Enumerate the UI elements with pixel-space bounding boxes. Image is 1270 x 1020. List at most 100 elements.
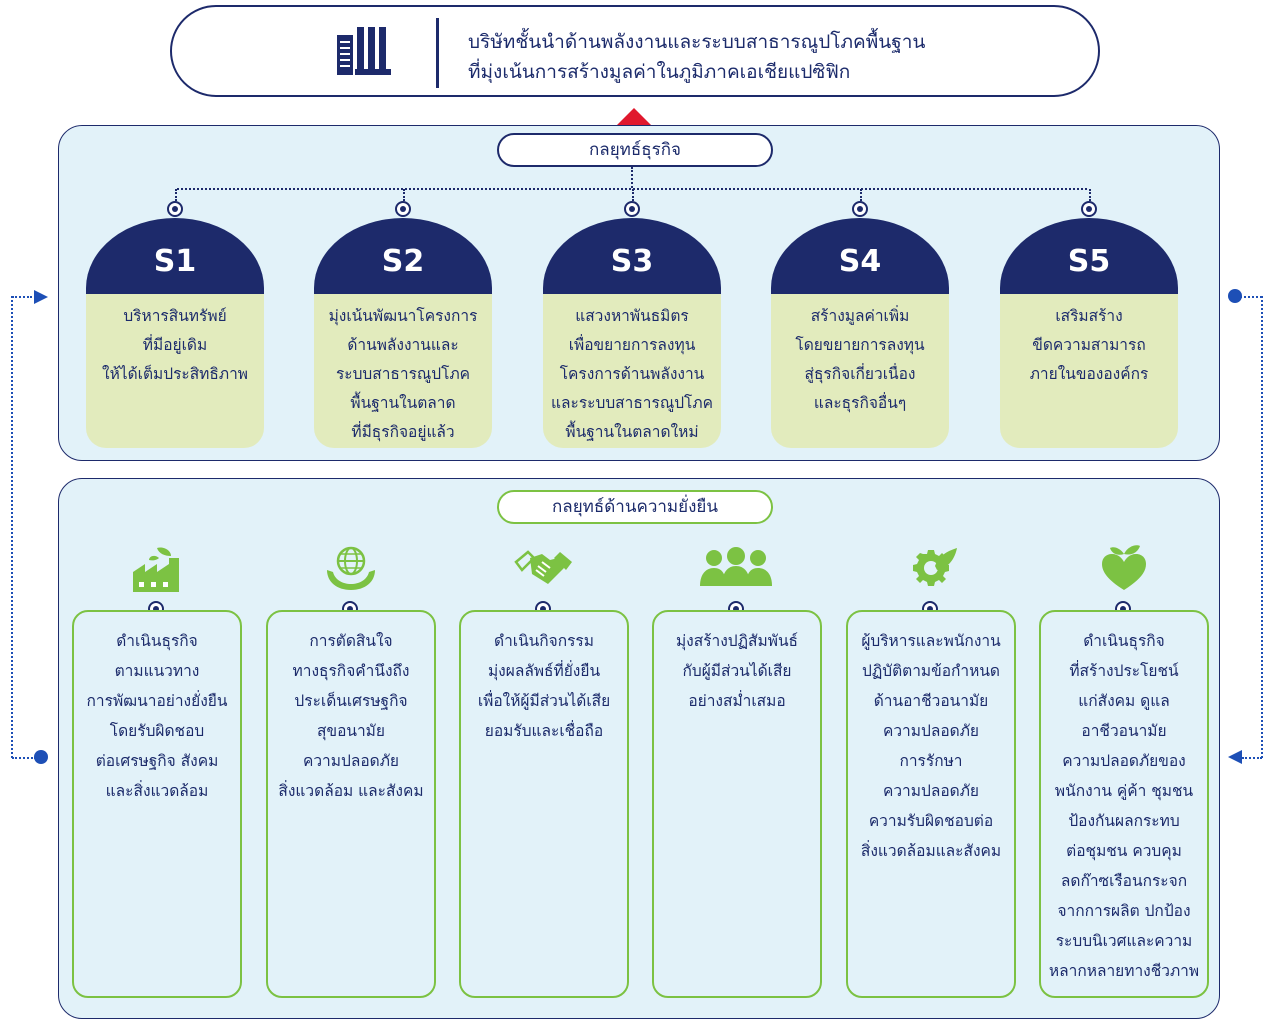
strategy-text-line: ให้ได้เต็มประสิทธิภาพ: [102, 365, 248, 383]
sustainability-text-line: ป้องกันผลกระทบ: [1068, 812, 1180, 830]
green-factory-icon: [127, 544, 187, 594]
sustainability-text-line: ดำเนินธุรกิจ: [116, 632, 198, 650]
sustainability-text-line: สุขอนามัย: [317, 722, 385, 740]
sustainability-text-line: สิ่งแวดล้อมและสังคม: [860, 842, 1002, 860]
strategy-code: S5: [1000, 218, 1178, 294]
strategy-node: [1081, 201, 1097, 217]
loop-node: [1228, 289, 1242, 303]
sustainability-card: ดำเนินธุรกิจตามแนวทางการพัฒนาอย่างยั่งยื…: [72, 610, 242, 998]
people-group-icon: [698, 544, 772, 594]
sustainability-text-line: ดำเนินกิจกรรม: [494, 632, 594, 650]
sustainability-text-line: ดำเนินธุรกิจ: [1083, 632, 1165, 650]
strategy-code: S2: [314, 218, 492, 294]
sustainability-text-line: หลากหลายทางชีวภาพ: [1048, 962, 1200, 980]
strategy-text-line: พื้นฐานในตลาด: [350, 394, 456, 412]
building-icon: [335, 23, 395, 78]
strategy-text-line: และระบบสาธารณูปโภค: [551, 394, 713, 412]
connector-line: [1089, 189, 1091, 201]
strategy-text-line: พื้นฐานในตลาดใหม่: [565, 423, 699, 441]
loop-node: [34, 750, 48, 764]
globe-in-hands-icon: [321, 544, 381, 594]
strategy-text-line: และธุรกิจอื่นๆ: [813, 394, 907, 412]
strategy-text-line: สร้างมูลค่าเพิ่ม: [810, 307, 910, 325]
loop-line: [1261, 296, 1263, 758]
strategy-description: เสริมสร้างขีดความสามารถภายในขององค์กร: [1000, 294, 1178, 448]
strategy-text-line: โครงการด้านพลังงาน: [559, 365, 705, 383]
sustainability-text-line: ด้านอาชีวอนามัย: [873, 692, 989, 710]
sustainability-text-line: อาชีวอนามัย: [1081, 722, 1167, 740]
strategy-code: S1: [86, 218, 264, 294]
sustainability-text-line: ที่สร้างประโยชน์: [1069, 662, 1179, 680]
strategy-description: แสวงหาพันธมิตรเพื่อขยายการลงทุนโครงการด้…: [543, 294, 721, 448]
strategy-text-line: ที่มีอยู่เดิม: [142, 336, 208, 354]
strategy-code: S4: [771, 218, 949, 294]
sustainability-text-line: ทางธุรกิจคำนึงถึง: [292, 662, 410, 680]
sustainability-text-line: ยอมรับและเชื่อถือ: [484, 722, 604, 740]
loop-line: [12, 757, 36, 759]
connector-line: [632, 189, 634, 201]
strategy-description: บริหารสินทรัพย์ที่มีอยู่เดิมให้ได้เต็มปร…: [86, 294, 264, 448]
sustainability-text-line: การพัฒนาอย่างยั่งยืน: [86, 692, 228, 710]
sustainability-text-line: กับผู้มีส่วนได้เสีย: [682, 662, 792, 680]
sustainability-text-line: ต่อเศรษฐกิจ สังคม: [95, 752, 219, 770]
sustainability-text-line: ผู้บริหารและพนักงาน: [861, 632, 1001, 650]
strategy-code: S3: [543, 218, 721, 294]
sustainability-text-line: ต่อชุมชน ควบคุม: [1066, 842, 1182, 860]
strategy-text-line: โดยขยายการลงทุน: [795, 336, 925, 354]
vision-line-1: บริษัทชั้นนำด้านพลังงานและระบบสาธารณูปโภ…: [468, 31, 926, 53]
strategy-text-line: เพื่อขยายการลงทุน: [568, 336, 696, 354]
sustainability-text-line: ระบบนิเวศและความ: [1055, 932, 1193, 950]
sustainability-card: ผู้บริหารและพนักงานปฏิบัติตามข้อกำหนดด้า…: [846, 610, 1016, 998]
loop-line: [1242, 757, 1262, 759]
strategy-node: [167, 201, 183, 217]
strategy-text-line: ภายในขององค์กร: [1029, 365, 1149, 383]
sustainability-text-line: มุ่งผลลัพธ์ที่ยั่งยืน: [487, 662, 601, 680]
up-arrow-icon: [616, 108, 652, 126]
business-strategy-title: กลยุทธ์ธุรกิจ: [497, 133, 773, 167]
sustainability-text-line: สิ่งแวดล้อม และสังคม: [278, 782, 424, 800]
strategy-node: [852, 201, 868, 217]
sustainability-text-line: อย่างสม่ำเสมอ: [688, 692, 786, 710]
strategy-text-line: ขีดความสามารถ: [1032, 336, 1146, 354]
sustainability-text-line: ตามแนวทาง: [114, 662, 200, 680]
strategy-text-line: ระบบสาธารณูปโภค: [335, 365, 471, 383]
sustainability-text-line: พนักงาน คู่ค้า ชุมชน: [1054, 782, 1194, 800]
strategy-description: มุ่งเน้นพัฒนาโครงการด้านพลังงานและระบบสา…: [314, 294, 492, 448]
arrow-left-icon: [1228, 750, 1242, 764]
strategy-description: สร้างมูลค่าเพิ่มโดยขยายการลงทุนสู่ธุรกิจ…: [771, 294, 949, 448]
sustainability-text-line: ปฏิบัติตามข้อกำหนด: [861, 662, 1000, 680]
connector-line: [860, 189, 862, 201]
sustainability-text-line: ความปลอดภัยของ: [1062, 752, 1186, 770]
sustainability-strategy-panel: [58, 478, 1220, 1019]
loop-line: [1240, 296, 1262, 298]
handshake-icon: [514, 544, 574, 594]
strategy-text-line: มุ่งเน้นพัฒนาโครงการ: [328, 307, 478, 325]
sustainability-text-line: จากการผลิต ปกป้อง: [1057, 902, 1191, 920]
vision-banner: [170, 5, 1100, 97]
strategy-text-line: ด้านพลังงานและ: [347, 336, 459, 354]
sustainability-card: ดำเนินกิจกรรมมุ่งผลลัพธ์ที่ยั่งยืนเพื่อใ…: [459, 610, 629, 998]
sustainability-text-line: ลดก๊าซเรือนกระจก: [1060, 872, 1188, 890]
heart-leaf-icon: [1094, 544, 1154, 594]
sustainability-text-line: โดยรับผิดชอบ: [109, 722, 205, 740]
strategy-text-line: สู่ธุรกิจเกี่ยวเนื่อง: [804, 365, 916, 383]
loop-line: [12, 296, 32, 298]
connector-line: [175, 189, 177, 201]
strategy-text-line: แสวงหาพันธมิตร: [575, 307, 689, 325]
sustainability-text-line: และสิ่งแวดล้อม: [105, 782, 209, 800]
sustainability-text-line: มุ่งสร้างปฏิสัมพันธ์: [675, 632, 799, 650]
sustainability-card: มุ่งสร้างปฏิสัมพันธ์กับผู้มีส่วนได้เสียอ…: [652, 610, 822, 998]
banner-divider: [436, 18, 439, 88]
vision-line-2: ที่มุ่งเน้นการสร้างมูลค่าในภูมิภาคเอเชีย…: [468, 61, 851, 83]
connector-line: [403, 189, 405, 201]
sustainability-text-line: ความปลอดภัย: [882, 782, 979, 800]
sustainability-text-line: ความปลอดภัย: [302, 752, 399, 770]
arrow-right-icon: [34, 290, 48, 304]
eco-gear-icon: [901, 544, 961, 594]
sustainability-card: การตัดสินใจทางธุรกิจคำนึงถึงประเด็นเศรษฐ…: [266, 610, 436, 998]
sustainability-card: ดำเนินธุรกิจที่สร้างประโยชน์แก่สังคม ดูแ…: [1039, 610, 1209, 998]
sustainability-text-line: ความปลอดภัย: [882, 722, 979, 740]
strategy-node: [395, 201, 411, 217]
